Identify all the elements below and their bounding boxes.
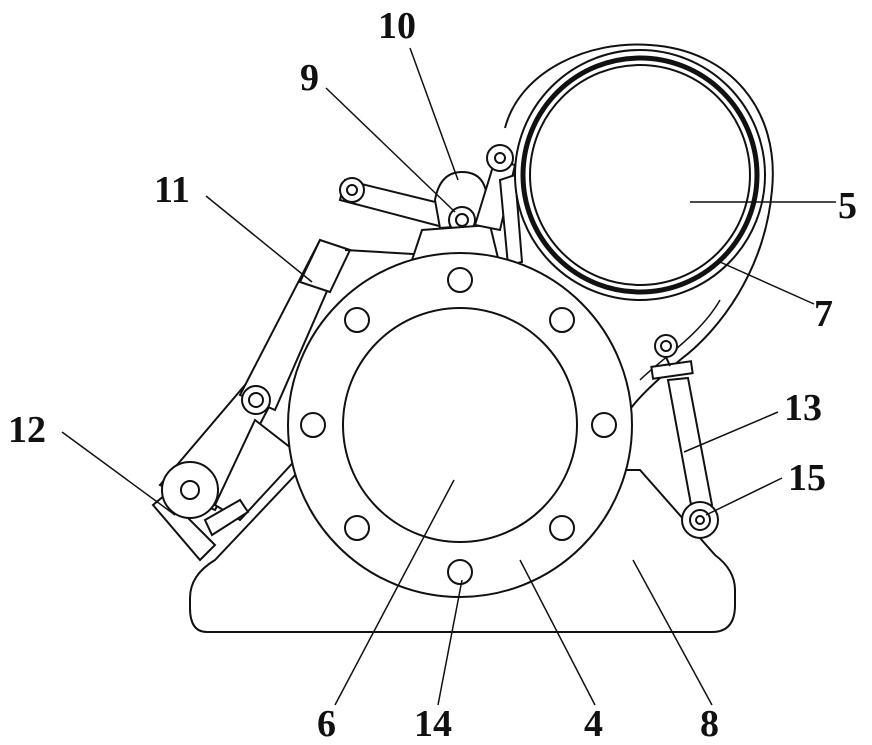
label-9: 9 bbox=[300, 57, 319, 99]
bolt-hole bbox=[549, 307, 575, 333]
actuator-13-cap bbox=[650, 360, 694, 380]
bore-6 bbox=[342, 307, 578, 543]
bolt-hole bbox=[447, 267, 473, 293]
bolt-hole bbox=[591, 412, 617, 438]
bolt-hole bbox=[549, 515, 575, 541]
leader-11 bbox=[205, 195, 313, 283]
drum-inner bbox=[529, 64, 751, 286]
leader-14 bbox=[437, 579, 463, 706]
leader-6 bbox=[334, 479, 455, 706]
label-11: 11 bbox=[154, 169, 190, 211]
leader-4 bbox=[519, 559, 596, 706]
bracket-plate bbox=[203, 498, 250, 537]
drum-outer bbox=[514, 49, 766, 301]
pivot-15-inner bbox=[695, 515, 705, 525]
label-12: 12 bbox=[8, 409, 46, 451]
label-13: 13 bbox=[784, 387, 822, 429]
label-7: 7 bbox=[814, 293, 833, 335]
roller-12-hub bbox=[180, 480, 200, 500]
leader-9 bbox=[325, 87, 456, 213]
arm-lower-brace bbox=[213, 418, 302, 522]
actuator-13-rod bbox=[665, 356, 671, 367]
drum-arm-pin-inner bbox=[494, 152, 506, 164]
leader-12 bbox=[61, 431, 176, 516]
leader-lines bbox=[61, 47, 836, 706]
pivot-9-inner bbox=[455, 213, 469, 227]
top-link-pin-inner bbox=[346, 184, 358, 196]
leader-8 bbox=[632, 559, 713, 706]
arm-joint-inner bbox=[248, 392, 264, 408]
bolt-hole bbox=[344, 307, 370, 333]
bolt-hole bbox=[300, 412, 326, 438]
leader-7 bbox=[719, 261, 815, 305]
leader-15 bbox=[705, 477, 783, 516]
drum-housing-arc-inner bbox=[639, 299, 721, 381]
leader-10 bbox=[409, 47, 459, 181]
label-4: 4 bbox=[584, 703, 603, 745]
label-8: 8 bbox=[700, 703, 719, 745]
label-5: 5 bbox=[838, 185, 857, 227]
bolt-hole bbox=[344, 515, 370, 541]
bolt-hole bbox=[447, 559, 473, 585]
label-10: 10 bbox=[378, 5, 416, 47]
drum-liner-7 bbox=[520, 55, 760, 295]
drum-housing-arc bbox=[504, 43, 774, 413]
part-labels: 10 9 11 5 7 12 13 15 6 14 4 8 bbox=[8, 5, 857, 745]
label-6: 6 bbox=[317, 703, 336, 745]
label-15: 15 bbox=[788, 457, 826, 499]
arm-sleeve bbox=[298, 238, 352, 294]
actuator-13-body bbox=[666, 376, 714, 512]
label-14: 14 bbox=[414, 703, 452, 745]
roller-bracket-12 bbox=[151, 493, 217, 562]
bolt-holes bbox=[300, 267, 617, 585]
actuator-13-eye-inner bbox=[660, 340, 672, 352]
leader-13 bbox=[683, 411, 779, 453]
